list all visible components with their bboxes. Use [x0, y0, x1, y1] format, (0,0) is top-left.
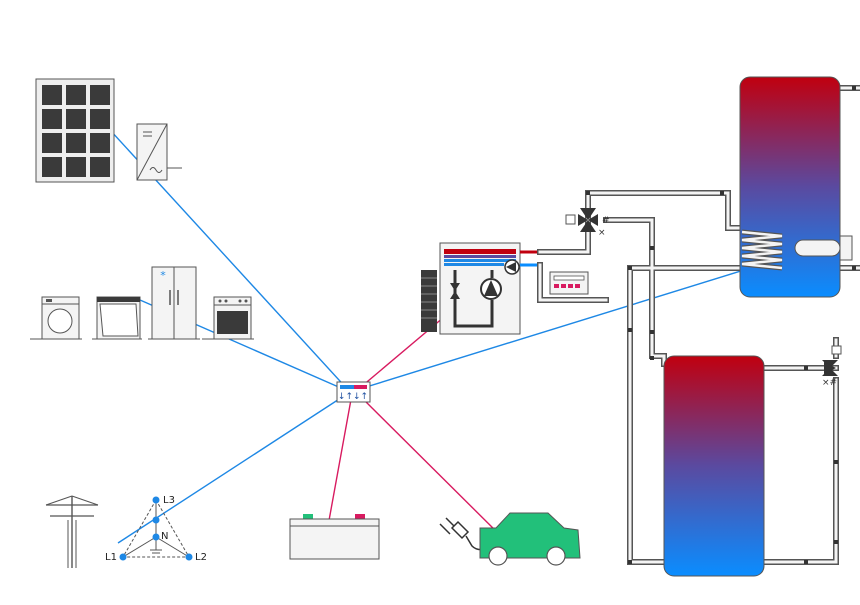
inverter-icon: [136, 123, 182, 181]
three-phase-grid-icon: L3 N L1 L2: [105, 495, 207, 563]
solar-panel-icon: [35, 78, 115, 183]
dishwasher-icon: [92, 296, 142, 340]
phase-label-l3: L3: [163, 495, 175, 506]
link-car-manager: [355, 391, 511, 546]
washing-machine-icon: [30, 296, 82, 340]
storage-tank-bottom-icon: [663, 355, 765, 577]
mixing-valve-icon: # ×: [565, 208, 610, 238]
phase-label-n: N: [161, 531, 168, 542]
energy-manager-icon[interactable]: ↓↑↓↑: [336, 381, 371, 403]
mixing-valve-lower-icon: ×#: [822, 345, 842, 388]
phase-label-l1: L1: [105, 552, 117, 563]
controller-icon: [549, 271, 589, 295]
svg-text:×#: ×#: [822, 378, 837, 388]
fridge-icon: *: [148, 266, 200, 340]
link-tank-manager: [349, 261, 771, 393]
battery-icon: [289, 514, 380, 560]
svg-text:*: *: [160, 269, 166, 282]
oven-icon: [202, 296, 254, 340]
heat-pump-icon: [421, 242, 540, 335]
electric-car-icon: [479, 512, 581, 566]
storage-tank-top-icon: [739, 76, 853, 298]
svg-text:↓↑↓↑: ↓↑↓↑: [338, 392, 368, 402]
link-battery-manager: [325, 393, 353, 538]
svg-text:#: #: [602, 216, 610, 226]
svg-text:×: ×: [598, 228, 606, 238]
phase-label-l2: L2: [195, 552, 207, 563]
power-pylon-icon: [45, 495, 99, 568]
